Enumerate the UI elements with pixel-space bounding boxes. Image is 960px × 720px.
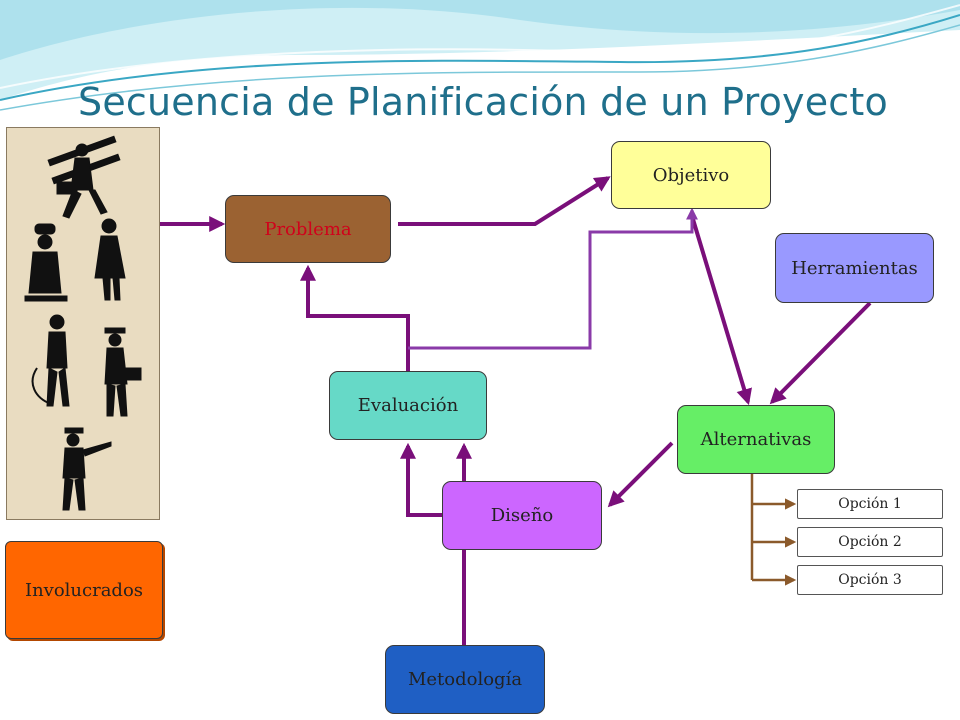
option-3: Opción 3 <box>797 565 943 595</box>
option-1: Opción 1 <box>797 489 943 519</box>
woman-worker-icon <box>94 218 126 301</box>
arrow-evaluacion-to-objetivo <box>408 207 698 350</box>
arrow-objetivo-to-alternativas <box>690 215 752 406</box>
node-involucrados: Involucrados <box>5 541 163 639</box>
node-evaluacion: Evaluación <box>329 371 487 440</box>
decorative-waves <box>0 0 960 111</box>
hose-worker-icon <box>31 314 70 407</box>
node-diseno: Diseño <box>442 481 602 550</box>
node-objetivo: Objetivo <box>611 141 771 209</box>
node-herramientas: Herramientas <box>775 233 934 303</box>
gardener-worker-icon <box>104 327 142 417</box>
slide-title: Secuencia de Planificación de un Proyect… <box>78 80 888 124</box>
option-2: Opción 2 <box>797 527 943 557</box>
workers-figures <box>24 135 142 511</box>
arrow-problema-to-objetivo <box>398 176 611 226</box>
arrow-evaluacion-to-problema <box>300 264 410 372</box>
cook-worker-icon <box>24 223 68 302</box>
ladder-worker-icon <box>47 135 121 219</box>
node-alternativas: Alternativas <box>677 405 835 474</box>
arrow-herramientas-to-alternativas <box>769 301 872 405</box>
arrow-diseno-to-evaluacion <box>400 442 442 517</box>
arrow-alternativas-to-diseno <box>607 441 674 508</box>
node-metodologia: Metodología <box>385 645 545 714</box>
node-problema: Problema <box>225 195 391 263</box>
workers-illustration <box>6 127 160 520</box>
pointing-man-icon <box>62 427 112 511</box>
